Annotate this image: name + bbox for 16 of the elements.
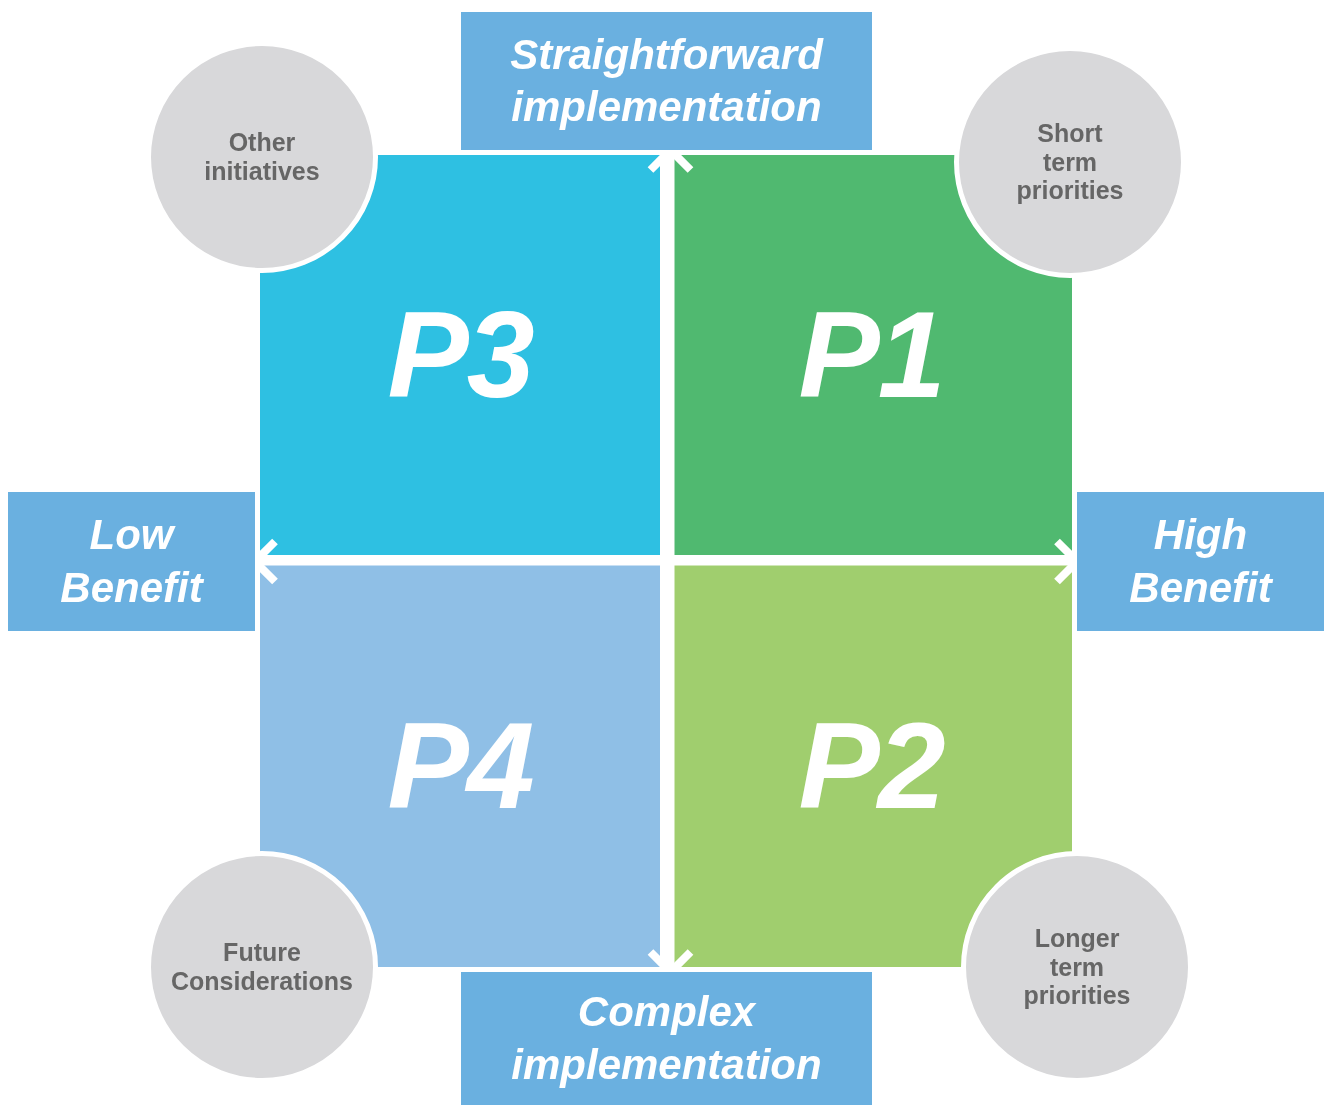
axis-label-text: Complex implementation	[510, 987, 823, 1090]
quadrant-label: P1	[798, 286, 944, 425]
quadrant-label: P4	[387, 697, 533, 836]
circle-label: Longer term priorities	[1022, 923, 1132, 1011]
axis-label-box	[8, 492, 255, 631]
axis-label-box	[461, 972, 872, 1105]
circle-label: Other initiatives	[203, 128, 321, 186]
circle-label: Short term priorities	[1015, 118, 1125, 206]
axis-label-text: Low Benefit	[59, 510, 205, 613]
axis-label-text: Straightforward implementation	[509, 29, 825, 132]
quadrant-label: P3	[387, 286, 533, 425]
quadrant-label: P2	[798, 697, 944, 836]
axis-label-text: High Benefit	[1128, 510, 1274, 613]
circle-label: Future Considerations	[170, 938, 354, 996]
axis-label-box	[1077, 492, 1324, 631]
axis-label-box	[461, 12, 872, 150]
